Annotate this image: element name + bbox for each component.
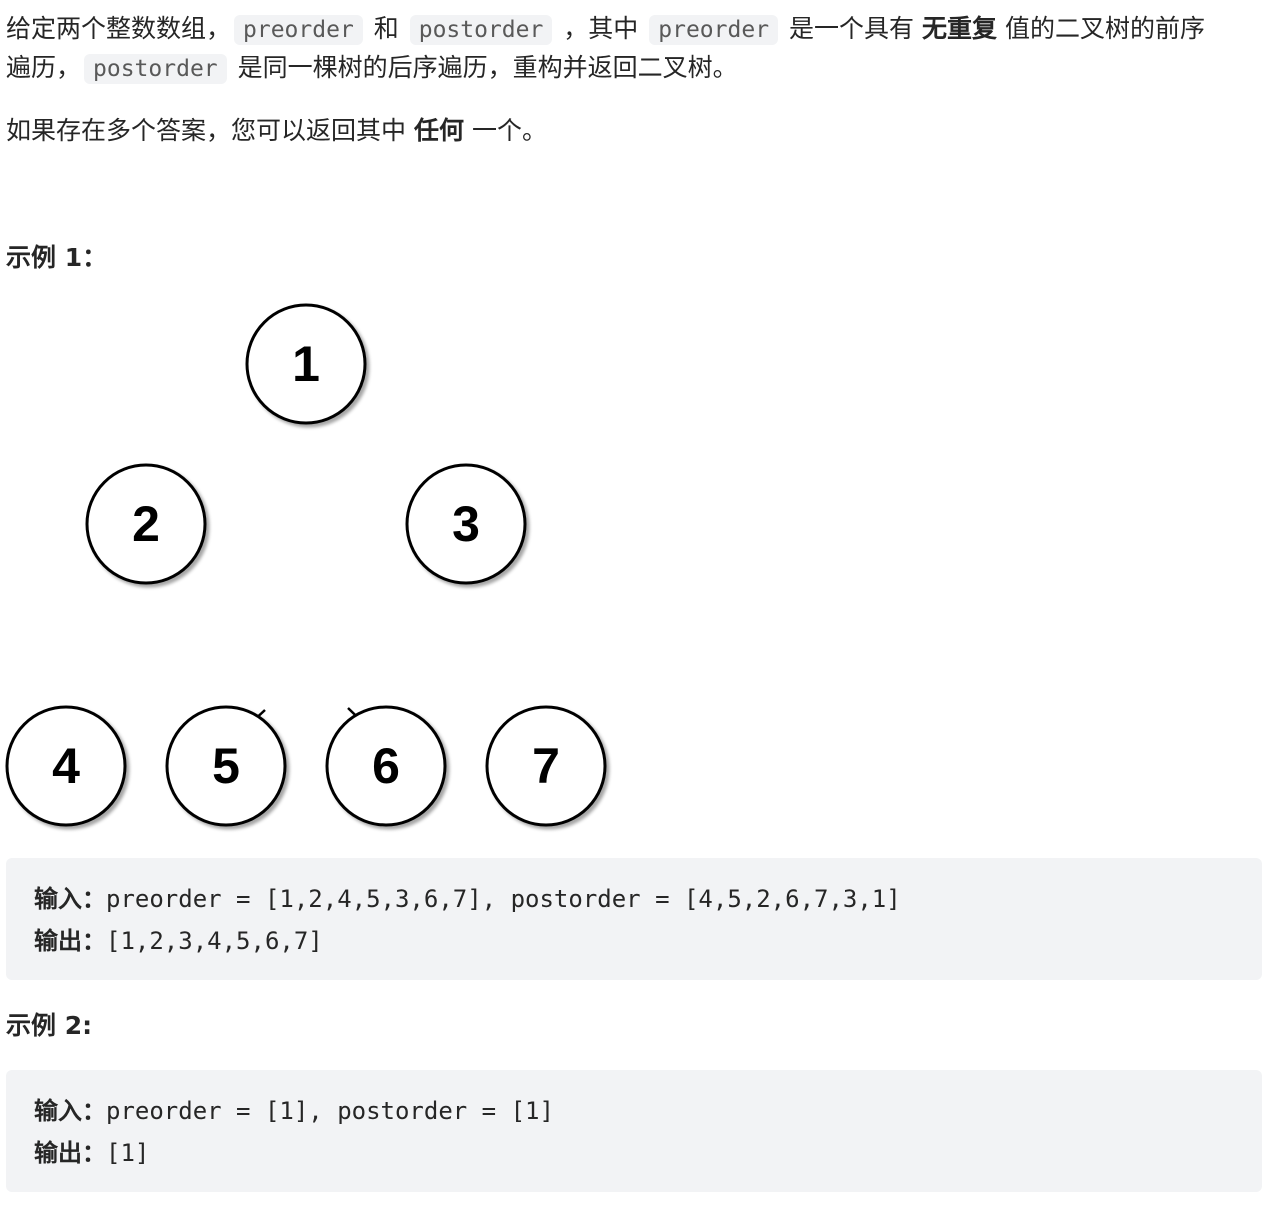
inline-code-preorder: preorder [234, 15, 363, 45]
text: 一个。 [471, 116, 547, 145]
inline-code-postorder: postorder [409, 15, 553, 45]
tree-node-3: 3 [405, 463, 527, 585]
example-2-output-line: 输出：[1] [34, 1132, 1234, 1174]
tree-node-5: 5 [165, 705, 287, 827]
text: ，其中 [563, 14, 639, 43]
output-label: 输出： [34, 1139, 106, 1167]
input-value: preorder = [1], postorder = [1] [106, 1097, 554, 1125]
tree-node-1: 1 [245, 303, 367, 425]
text: 如果存在多个答案，您可以返回其中 [6, 116, 407, 145]
output-value: [1] [106, 1139, 150, 1167]
text: 是同一棵树的后序遍历，重构并返回二叉树。 [237, 53, 738, 82]
svg-text:2: 2 [132, 496, 160, 552]
bold-no-duplicates: 无重复 [921, 14, 997, 43]
example-1-heading: 示例 1： [6, 243, 108, 272]
text: 遍历， [6, 53, 82, 82]
output-value: [1,2,3,4,5,6,7] [106, 927, 323, 955]
svg-text:5: 5 [212, 738, 240, 794]
bold-any: 任何 [413, 116, 464, 145]
binary-tree-diagram: 1 2 3 4 5 6 7 [5, 303, 607, 827]
tree-node-2: 2 [85, 463, 207, 585]
svg-text:3: 3 [452, 496, 480, 552]
example-1-output-line: 输出：[1,2,3,4,5,6,7] [34, 920, 1234, 962]
inline-code-postorder: postorder [84, 54, 227, 84]
text: 和 [373, 14, 399, 43]
example-1-input-line: 输入：preorder = [1,2,4,5,3,6,7], postorder… [34, 878, 1234, 920]
svg-text:4: 4 [52, 738, 80, 794]
example-2-heading: 示例 2: [6, 1011, 93, 1040]
svg-text:6: 6 [372, 738, 400, 794]
output-label: 输出： [34, 927, 106, 955]
inline-code-preorder: preorder [649, 15, 779, 45]
svg-text:1: 1 [292, 336, 320, 392]
input-value: preorder = [1,2,4,5,3,6,7], postorder = … [106, 885, 901, 913]
text: 值的二叉树的前序 [1004, 14, 1205, 43]
tree-node-6: 6 [325, 705, 447, 827]
input-label: 输入： [34, 885, 106, 913]
text: 是一个具有 [789, 14, 915, 43]
tree-node-7: 7 [485, 705, 607, 827]
input-label: 输入： [34, 1097, 106, 1125]
example-2-input-line: 输入：preorder = [1], postorder = [1] [34, 1090, 1234, 1132]
problem-description-para-2: 如果存在多个答案，您可以返回其中 任何 一个。 [6, 112, 547, 150]
problem-description-line-1: 给定两个整数数组，preorder 和 postorder ，其中 preord… [6, 10, 1205, 88]
example-2-code-block: 输入：preorder = [1], postorder = [1] 输出：[1… [6, 1070, 1262, 1192]
text: 给定两个整数数组， [6, 14, 232, 43]
example-1-code-block: 输入：preorder = [1,2,4,5,3,6,7], postorder… [6, 858, 1262, 980]
tree-node-4: 4 [5, 705, 127, 827]
svg-text:7: 7 [532, 738, 560, 794]
